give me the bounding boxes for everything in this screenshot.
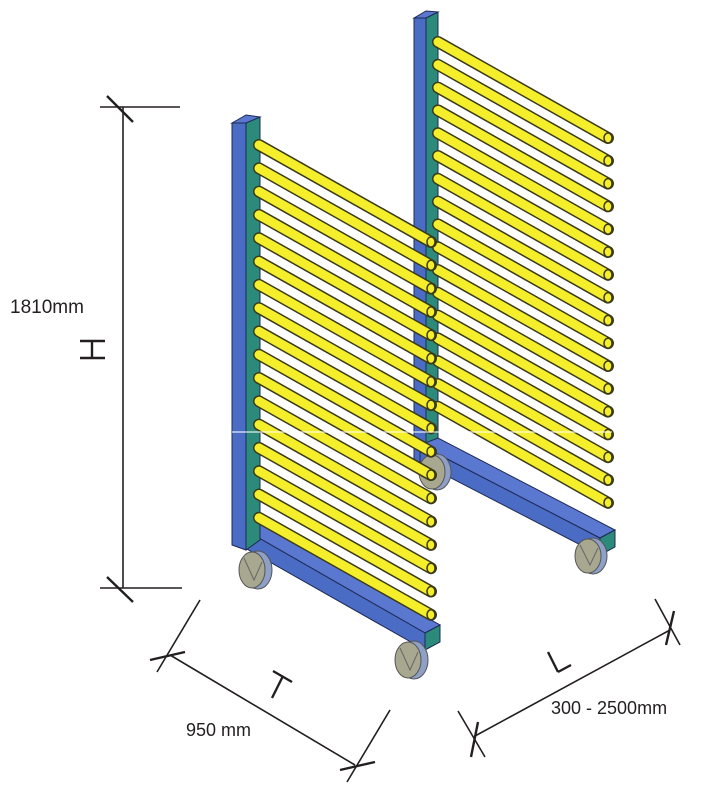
bar-end: [603, 155, 613, 167]
bar: [254, 443, 436, 550]
bar-end: [426, 259, 436, 272]
front-rail-end: [424, 624, 441, 651]
bar-end: [603, 314, 613, 327]
dimension-height: [80, 95, 182, 603]
bar-end: [603, 360, 613, 372]
bar: [433, 242, 613, 348]
bar: [254, 420, 436, 527]
depth-value-label: 950 mm: [186, 720, 252, 740]
bar: [254, 326, 436, 433]
bar-end: [426, 539, 436, 551]
bar-end: [603, 497, 613, 509]
front-bars: [253, 139, 437, 621]
bar: [433, 37, 613, 143]
bar-end: [426, 329, 436, 341]
bar: [433, 311, 613, 417]
bar-end: [426, 445, 436, 458]
bar: [254, 490, 436, 596]
bar-end: [426, 282, 436, 295]
back-frame: [412, 10, 617, 575]
bar-end: [426, 469, 436, 481]
l-symbol: [546, 651, 572, 674]
bar-end: [603, 200, 613, 213]
bar-end: [603, 474, 613, 486]
height-value-label: 1810mm: [10, 297, 84, 318]
dimension-length: [457, 598, 681, 758]
bar: [433, 333, 613, 439]
bar: [433, 219, 613, 325]
bar-end: [603, 223, 613, 235]
bar: [254, 140, 436, 247]
bar-end: [603, 405, 613, 418]
bar: [433, 60, 613, 166]
bar: [433, 288, 613, 394]
back-post-top-face: [412, 10, 440, 19]
bar-end: [603, 383, 613, 395]
bar-end: [426, 562, 436, 574]
bar-end: [426, 515, 436, 528]
bar: [254, 187, 436, 294]
bar: [254, 233, 436, 340]
bar-end: [426, 376, 436, 388]
bar-end: [426, 609, 436, 621]
bar: [433, 83, 613, 189]
bar: [433, 151, 613, 257]
bar-end: [426, 306, 436, 318]
bar: [433, 105, 613, 211]
bar: [254, 163, 436, 270]
length-value-label: 300 - 2500mm: [551, 698, 668, 718]
bar-end: [426, 492, 436, 505]
bar-end: [603, 132, 613, 144]
bar: [254, 513, 436, 620]
bar-end: [603, 269, 613, 281]
front-post-front-face: [231, 122, 247, 551]
bar-end: [603, 451, 613, 463]
bar: [433, 197, 613, 303]
bar: [254, 373, 436, 480]
t-symbol: [270, 669, 293, 699]
bar-end: [603, 291, 613, 304]
bar-end: [426, 399, 436, 411]
bar: [433, 128, 613, 234]
bar-end: [603, 428, 613, 441]
bar: [254, 303, 436, 410]
bar: [254, 210, 436, 317]
wheel-icon: [394, 640, 429, 680]
bar: [254, 280, 436, 387]
bar-end: [426, 585, 436, 598]
bar: [254, 350, 436, 457]
wheel-icon: [238, 550, 273, 590]
bar: [433, 356, 613, 462]
bar-end: [603, 337, 613, 349]
front-post-top-face: [230, 114, 262, 124]
bar: [433, 265, 613, 371]
bar: [254, 466, 436, 573]
front-frame: [230, 114, 442, 680]
bar: [433, 174, 613, 280]
bar-end: [426, 422, 436, 435]
h-symbol: [80, 339, 105, 360]
bar: [254, 396, 436, 503]
wheel-icon: [574, 537, 608, 575]
dimension-depth: [149, 599, 391, 783]
bar-end: [603, 177, 613, 190]
bar-end: [603, 246, 613, 258]
bar: [254, 257, 436, 363]
back-bars: [432, 36, 614, 509]
bar-end: [426, 352, 436, 365]
bar: [433, 402, 613, 508]
bar-end: [426, 236, 436, 248]
